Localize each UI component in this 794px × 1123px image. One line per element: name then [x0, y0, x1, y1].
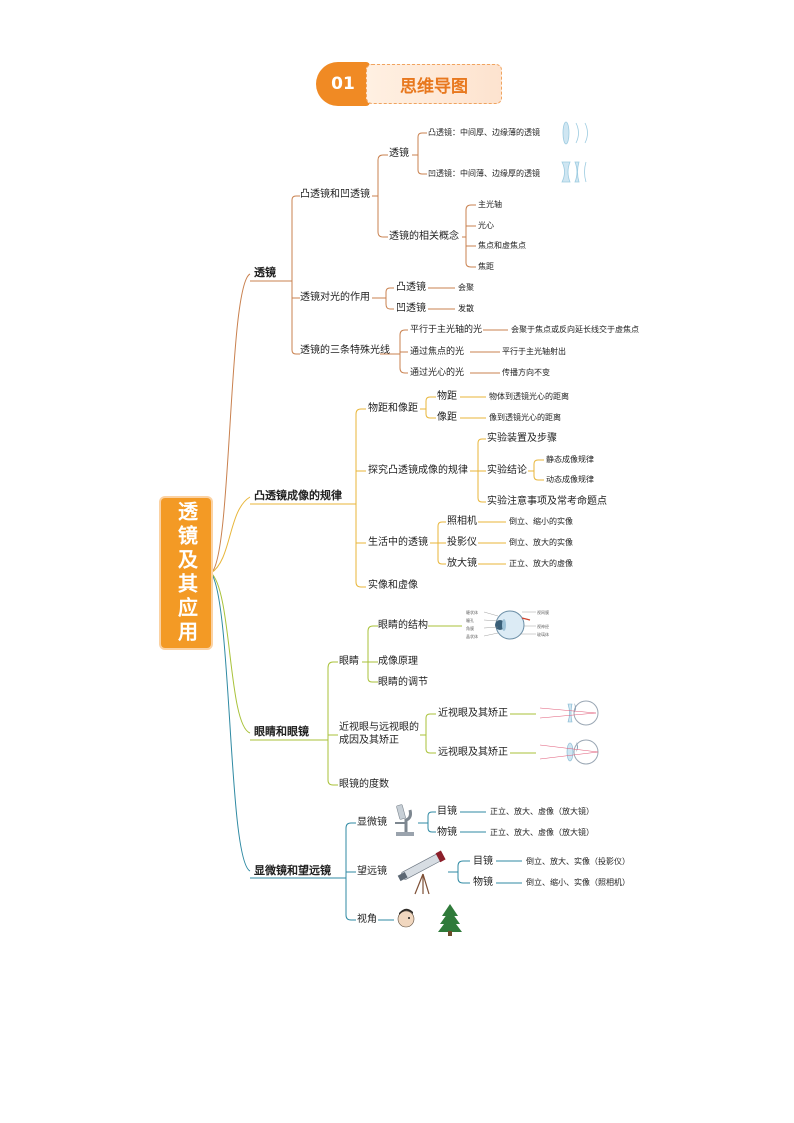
branch-line-imaging	[210, 496, 251, 574]
node-scopes: 显微镜和望远镜	[254, 864, 331, 877]
node-conclusion: 实验结论	[487, 465, 527, 476]
section-title: 思维导图	[366, 64, 502, 104]
node-telescope: 望远镜	[357, 866, 387, 877]
lens-shapes-illustration	[561, 121, 588, 183]
node-magnifier: 放大镜	[447, 558, 477, 569]
section-header: 01 思维导图	[316, 62, 502, 106]
svg-text:视网膜: 视网膜	[537, 609, 549, 615]
node-eye-structure: 眼睛的结构	[378, 620, 428, 631]
microscope-illustration	[395, 804, 414, 836]
node-eye-glasses: 眼睛和眼镜	[254, 725, 309, 738]
node-ray-3-desc: 传播方向不变	[502, 368, 550, 377]
node-tele-eyepiece-desc: 倒立、放大、实像（投影仪）	[526, 857, 630, 866]
node-lens-concepts: 透镜的相关概念	[389, 231, 459, 242]
node-projector: 投影仪	[447, 537, 477, 548]
myopia-correction-illustration	[539, 700, 599, 726]
concept-item: 光心	[478, 221, 494, 230]
node-notes: 实验注意事项及常考命题点	[487, 496, 607, 507]
branch-line-lens	[210, 273, 251, 574]
svg-text:晶状体: 晶状体	[466, 633, 478, 639]
tree-icon	[438, 904, 462, 932]
branch-line-eye	[210, 572, 251, 734]
node-myopia: 近视眼及其矫正	[438, 708, 508, 719]
visual-angle-illustration	[397, 904, 462, 936]
branch-line-scope	[210, 572, 251, 872]
section-number: 01	[316, 62, 370, 106]
telescope-illustration	[397, 850, 446, 895]
node-micro-eyepiece-desc: 正立、放大、虚像（放大镜）	[490, 807, 594, 816]
node-setup: 实验装置及步骤	[487, 433, 557, 444]
node-distance: 物距和像距	[368, 403, 418, 414]
node-eye-adjust: 眼睛的调节	[378, 677, 428, 688]
node-effect-concave: 凹透镜	[396, 303, 426, 314]
node-explore: 探究凸透镜成像的规律	[368, 465, 468, 476]
node-projector-desc: 倒立、放大的实像	[509, 538, 573, 547]
root-node: 透镜及其应用	[161, 498, 211, 648]
node-tele-eyepiece: 目镜	[473, 856, 493, 867]
node-micro-objective: 物镜	[437, 827, 457, 838]
svg-text:睫状体: 睫状体	[466, 609, 478, 615]
svg-text:瞳孔: 瞳孔	[466, 617, 474, 623]
node-life-lens: 生活中的透镜	[368, 537, 428, 548]
node-ray-3: 通过光心的光	[410, 368, 465, 378]
node-micro-objective-desc: 正立、放大、虚像（放大镜）	[490, 828, 594, 837]
svg-text:角膜: 角膜	[466, 625, 474, 631]
node-dynamic-rule: 动态成像规律	[546, 475, 594, 484]
node-camera: 照相机	[447, 516, 477, 527]
node-magnifier-desc: 正立、放大的虚像	[509, 559, 573, 568]
node-ray-2: 通过焦点的光	[410, 347, 465, 357]
node-lens-types: 凸透镜和凹透镜	[300, 189, 370, 200]
node-convex-def: 凸透镜：中间厚、边缘薄的透镜	[428, 128, 540, 137]
node-tele-objective-desc: 倒立、缩小、实像（照相机）	[526, 878, 630, 887]
convex-lens-icon	[562, 121, 570, 145]
node-visual-angle: 视角	[357, 914, 377, 925]
node-lens: 透镜	[254, 266, 276, 279]
node-vision-line1: 近视眼与远视眼的	[339, 722, 419, 733]
svg-text:视神经: 视神经	[537, 623, 549, 629]
node-static-rule: 静态成像规律	[546, 455, 594, 464]
node-glasses-degree: 眼镜的度数	[339, 779, 389, 790]
node-eye-principle: 成像原理	[378, 656, 418, 667]
node-effect-converge: 会聚	[458, 283, 474, 292]
node-lens-rays: 透镜的三条特殊光线	[300, 345, 390, 356]
concave-lens-icon	[561, 161, 571, 183]
node-object-distance: 物距	[437, 391, 457, 402]
node-hyperopia: 远视眼及其矫正	[438, 747, 508, 758]
concept-item: 主光轴	[478, 200, 502, 209]
svg-text:玻璃体: 玻璃体	[537, 631, 549, 637]
node-lens-effect: 透镜对光的作用	[300, 292, 370, 303]
node-eyes: 眼睛	[339, 656, 359, 667]
node-object-distance-desc: 物体到透镜光心的距离	[489, 392, 569, 401]
node-vision-line2: 成因及其矫正	[339, 735, 399, 746]
node-ray-1-desc: 会聚于焦点或反向延长线交于虚焦点	[511, 325, 639, 334]
node-real-virtual: 实像和虚像	[368, 580, 418, 591]
node-image-distance-desc: 像到透镜光心的距离	[489, 413, 561, 422]
node-ray-2-desc: 平行于主光轴射出	[502, 347, 566, 356]
node-effect-diverge: 发散	[458, 304, 474, 313]
concept-item: 焦点和虚焦点	[478, 241, 526, 250]
node-camera-desc: 倒立、缩小的实像	[509, 517, 573, 526]
node-lens-lens: 透镜	[389, 148, 409, 159]
concept-item: 焦距	[478, 262, 494, 271]
node-image-distance: 像距	[437, 412, 457, 423]
node-micro-eyepiece: 目镜	[437, 806, 457, 817]
hyperopia-correction-illustration	[539, 739, 599, 765]
root-title: 透镜及其应用	[174, 501, 199, 645]
node-tele-objective: 物镜	[473, 877, 493, 888]
node-ray-1: 平行于主光轴的光	[410, 325, 483, 335]
node-concave-def: 凹透镜：中间薄、边缘厚的透镜	[428, 169, 540, 178]
node-microscope: 显微镜	[357, 817, 387, 828]
node-effect-convex: 凸透镜	[396, 282, 426, 293]
node-imaging: 凸透镜成像的规律	[254, 489, 342, 502]
